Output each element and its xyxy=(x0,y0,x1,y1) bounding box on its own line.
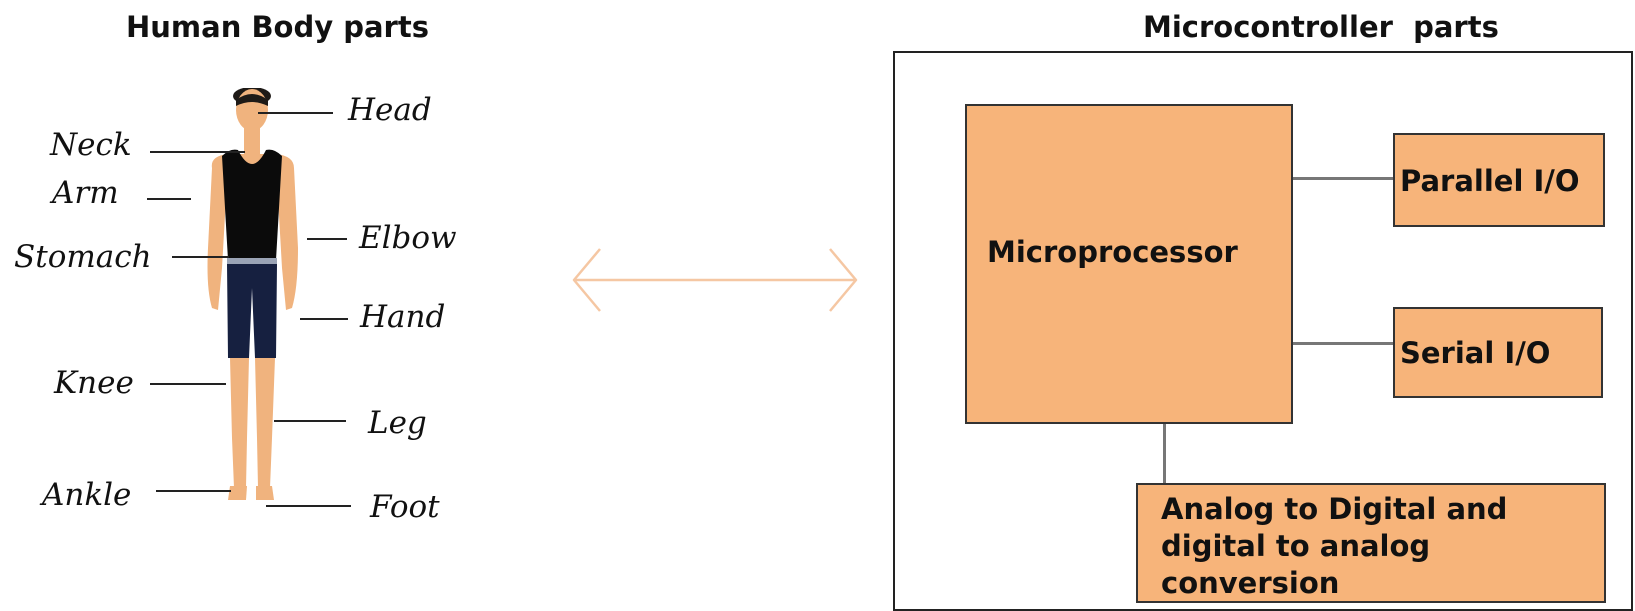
label-head: Head xyxy=(348,92,432,128)
neck-leader-line xyxy=(150,151,245,153)
adc-dac-block: Analog to Digital and digital to analog … xyxy=(1136,483,1606,603)
human-body-title: Human Body parts xyxy=(126,10,429,44)
human-figure-illustration xyxy=(207,88,298,500)
connector-serial xyxy=(1293,342,1393,345)
label-elbow: Elbow xyxy=(359,220,457,256)
label-knee: Knee xyxy=(54,365,134,401)
microprocessor-block: Microprocessor xyxy=(965,104,1293,424)
label-ankle: Ankle xyxy=(42,477,132,513)
adc-label-line-3: conversion xyxy=(1161,566,1340,600)
label-hand: Hand xyxy=(360,299,446,335)
connector-parallel xyxy=(1293,177,1393,180)
arm-leader-line xyxy=(147,198,191,200)
microprocessor-label: Microprocessor xyxy=(987,235,1238,269)
microcontroller-title: Microcontroller parts xyxy=(1143,10,1499,44)
label-arm: Arm xyxy=(52,175,119,211)
foot-leader-line xyxy=(266,505,351,507)
parallel-io-label: Parallel I/O xyxy=(1400,164,1580,198)
elbow-leader-line xyxy=(307,238,347,240)
ankle-leader-line xyxy=(156,490,231,492)
parallel-io-block: Parallel I/O xyxy=(1393,133,1605,227)
leg-leader-line xyxy=(274,420,346,422)
label-neck: Neck xyxy=(50,127,132,163)
stomach-leader-line xyxy=(172,256,229,258)
adc-label-line-2: digital to analog xyxy=(1161,529,1431,563)
adc-dac-label: Analog to Digital and digital to analog … xyxy=(1161,491,1507,602)
knee-leader-line xyxy=(150,383,226,385)
connector-adc xyxy=(1163,424,1166,483)
label-leg: Leg xyxy=(368,405,427,441)
adc-label-line-1: Analog to Digital and xyxy=(1161,492,1508,526)
head-leader-line xyxy=(258,112,333,114)
hand-leader-line xyxy=(300,318,348,320)
label-stomach: Stomach xyxy=(14,239,152,275)
double-arrow-icon xyxy=(572,248,858,312)
label-foot: Foot xyxy=(370,489,440,525)
serial-io-label: Serial I/O xyxy=(1400,336,1551,370)
serial-io-block: Serial I/O xyxy=(1393,307,1603,398)
